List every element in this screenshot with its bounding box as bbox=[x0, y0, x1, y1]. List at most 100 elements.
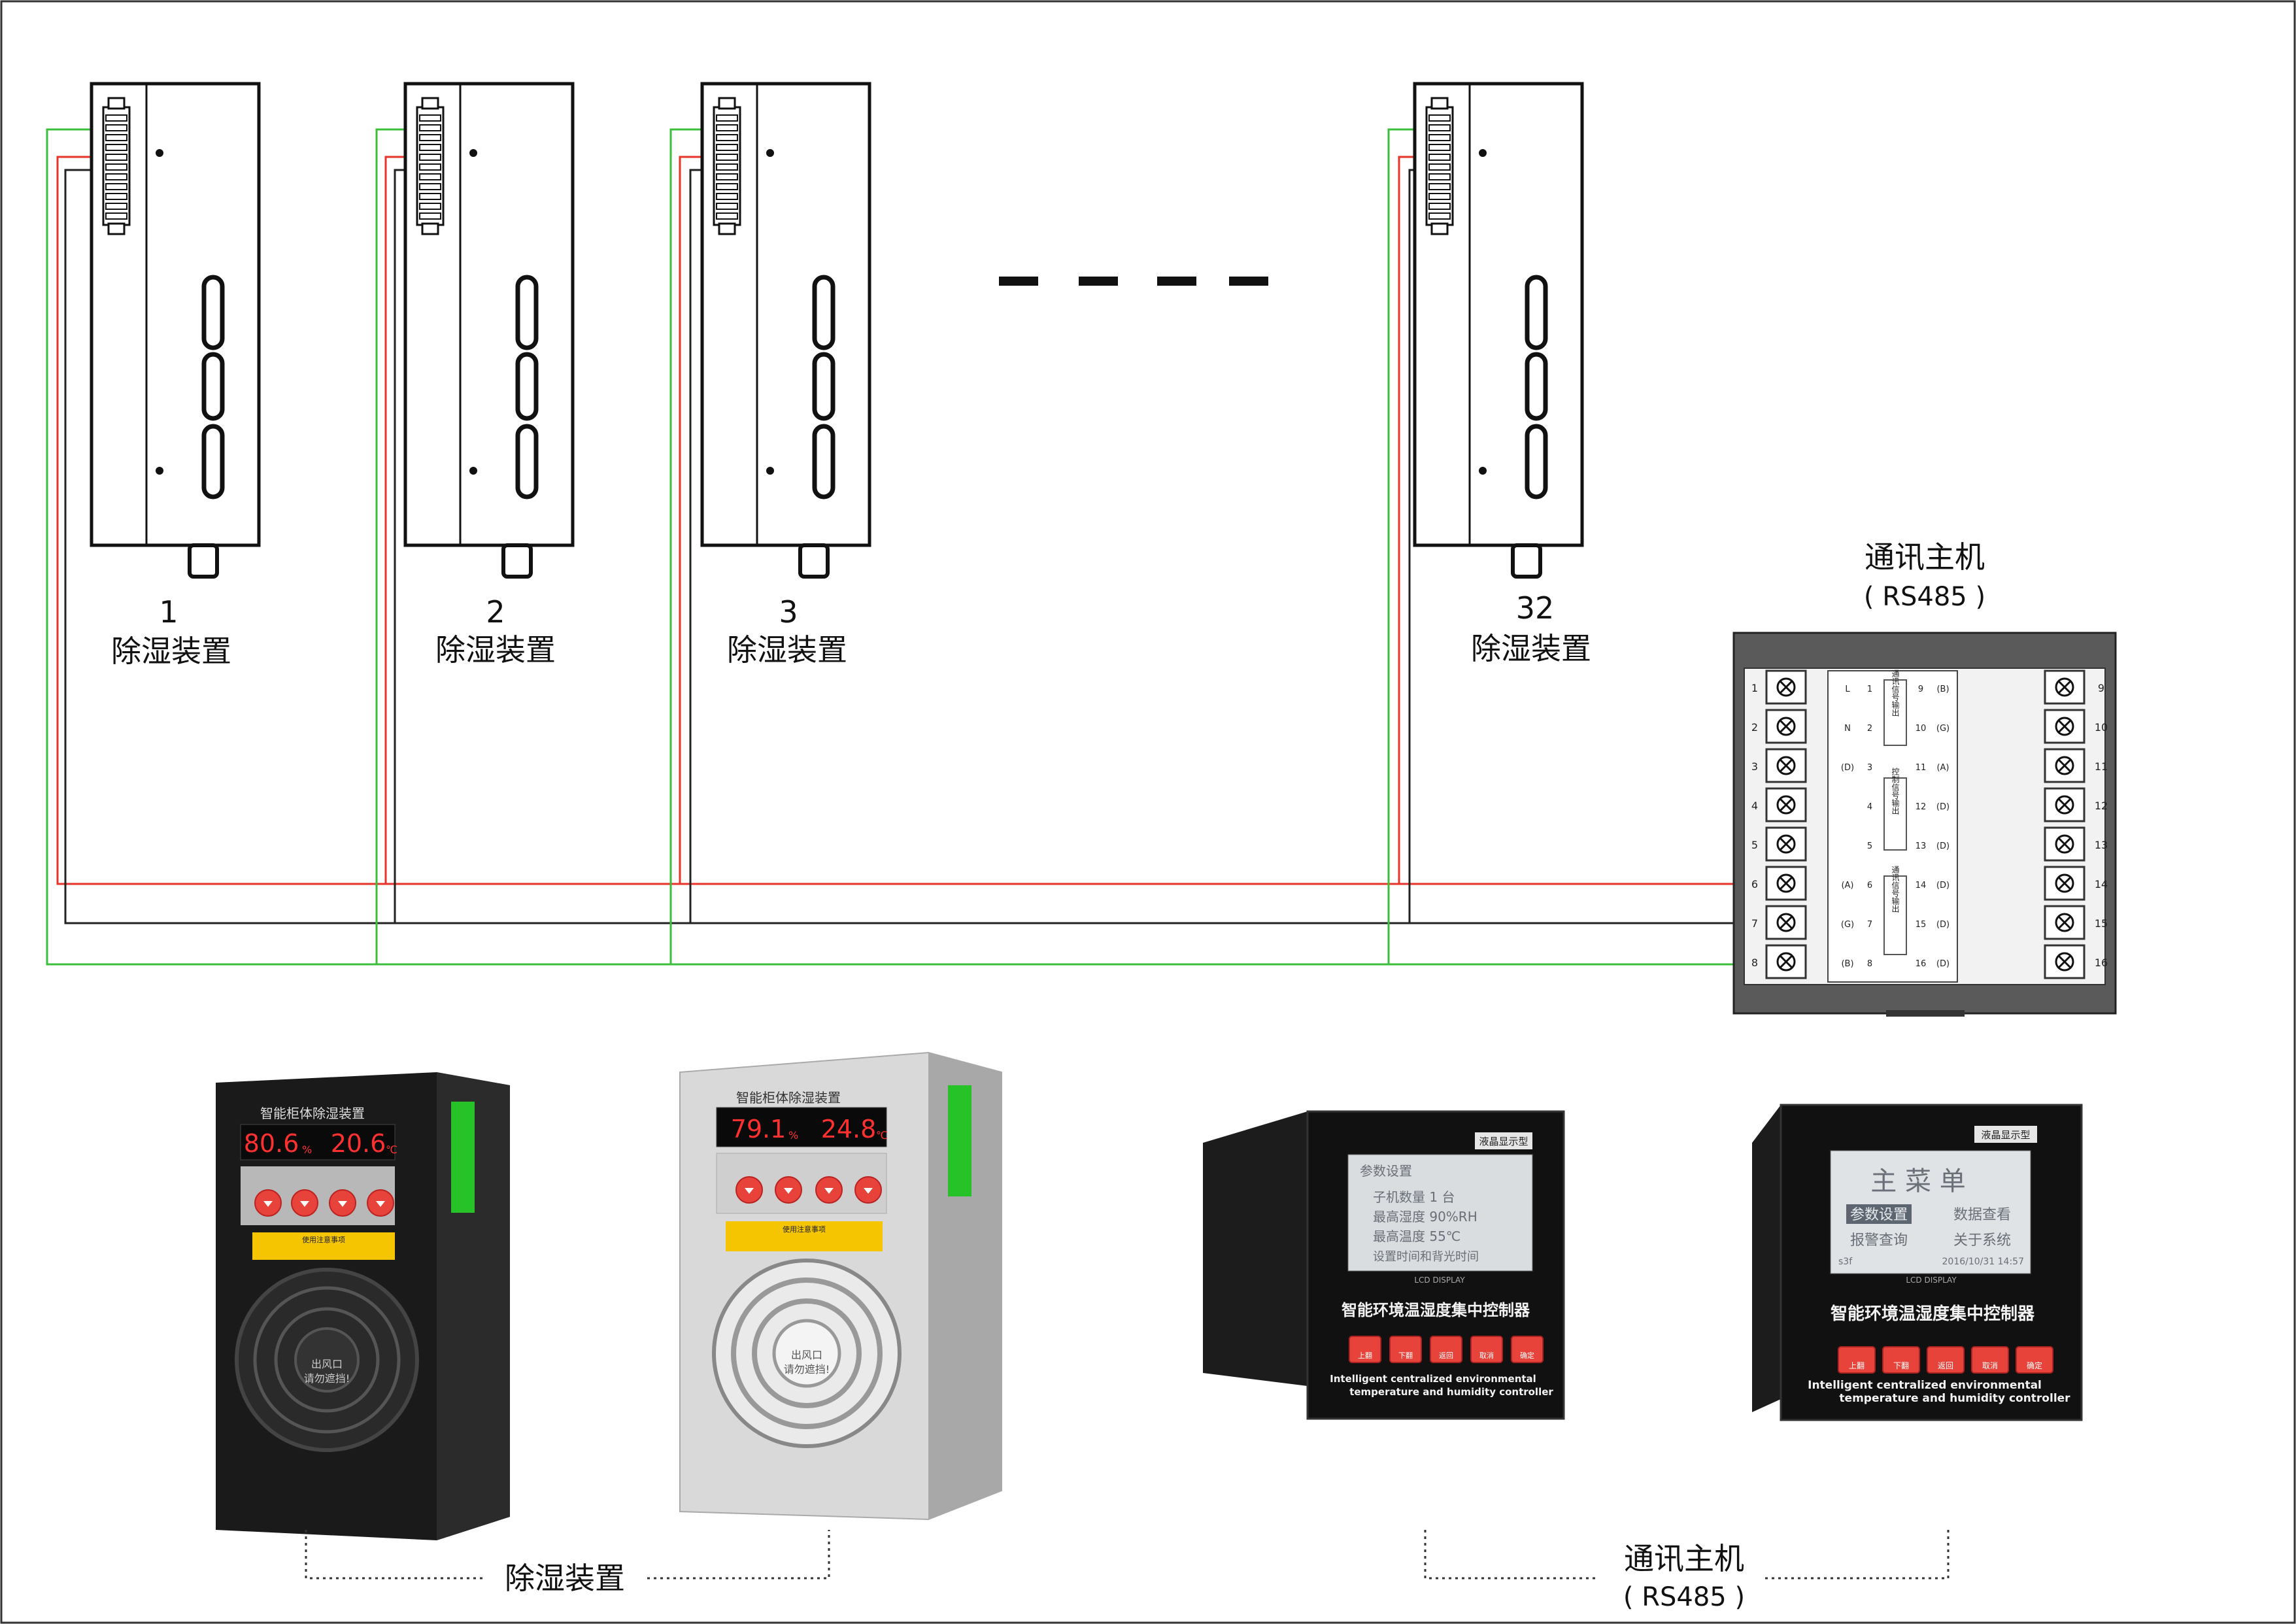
fan-label: 出风口 bbox=[311, 1358, 343, 1370]
device-label: 除湿装置 bbox=[111, 634, 231, 669]
keypad-button bbox=[1971, 1346, 2009, 1374]
dehumidifier-outline bbox=[403, 82, 575, 579]
keypad-button bbox=[1349, 1336, 1381, 1363]
keypad-label: 返回 bbox=[1938, 1361, 1953, 1370]
terminal-screw bbox=[1765, 787, 1807, 822]
terminal-number: 12 bbox=[2095, 800, 2108, 812]
menu-item: 关于系统 bbox=[1953, 1232, 2011, 1249]
host-caption-sub: ( RS485 ) bbox=[1623, 1582, 1745, 1612]
device-label: 除湿装置 bbox=[1471, 631, 1591, 666]
green-wire bbox=[46, 673, 1759, 966]
vent-slot bbox=[515, 352, 539, 421]
vent-slot bbox=[201, 424, 225, 499]
dehumidifier-outline bbox=[90, 82, 261, 579]
photo-controller-menu: 液晶显示型 主 菜 单 参数设置 数据查看 报警查询 关于系统 s3f 2016… bbox=[1752, 1104, 2083, 1421]
screw-icon bbox=[469, 467, 477, 475]
terminal-number: 6 bbox=[1751, 878, 1758, 890]
temperature-unit: ℃ bbox=[876, 1129, 888, 1142]
inner-terminal-mark: (D) bbox=[1936, 841, 1950, 851]
vent-slot bbox=[1525, 352, 1548, 421]
inner-terminal-mark: (B) bbox=[1841, 959, 1853, 969]
devices-caption: 除湿装置 bbox=[505, 1561, 625, 1596]
vent-slot bbox=[1525, 424, 1548, 499]
inner-terminal-mark: (D) bbox=[1936, 881, 1950, 890]
screen-line: 设置时间和背光时间 bbox=[1373, 1250, 1479, 1264]
menu-item: 数据查看 bbox=[1953, 1207, 2011, 1223]
footer-left: s3f bbox=[1838, 1257, 1853, 1267]
photo-device-black: 智能柜体除湿装置 80.6 % 20.6 ℃ 使用注意事项 出风口 请勿遮挡! bbox=[216, 1072, 510, 1540]
terminal-screw bbox=[1765, 905, 1807, 940]
screw-icon bbox=[156, 149, 163, 157]
terminal-number: 10 bbox=[2095, 721, 2108, 734]
keypad-label: 取消 bbox=[1479, 1351, 1494, 1360]
device-number: 32 bbox=[1516, 590, 1555, 626]
device-labels: 1 除湿装置 2 除湿装置 3 除湿装置 32 除湿装置 bbox=[111, 590, 1591, 669]
lcd-label: LCD DISPLAY bbox=[1414, 1276, 1465, 1285]
temperature-unit: ℃ bbox=[386, 1143, 397, 1156]
device-label: 除湿装置 bbox=[435, 632, 556, 668]
keypad-label: 上翻 bbox=[1358, 1351, 1372, 1360]
terminal-number: 14 bbox=[2095, 878, 2108, 890]
vent-slot bbox=[201, 352, 225, 421]
inner-block-text: 通讯信号输出 bbox=[1891, 866, 1900, 913]
temperature-readout: 20.6 bbox=[331, 1129, 386, 1158]
terminal-connector bbox=[948, 1085, 971, 1196]
inner-block-text: 控制信号输出 bbox=[1891, 768, 1900, 815]
mounting-tab bbox=[1511, 543, 1542, 579]
menu-item: 报警查询 bbox=[1850, 1232, 1908, 1249]
warning-title: 使用注意事项 bbox=[302, 1235, 345, 1244]
keypad-label: 上翻 bbox=[1849, 1361, 1865, 1370]
host-subtitle-text: ( RS485 ) bbox=[1864, 582, 1985, 612]
inner-terminal-number: 13 bbox=[1916, 841, 1927, 851]
inner-terminal-number: 11 bbox=[1916, 763, 1927, 773]
humidity-unit: % bbox=[788, 1129, 798, 1142]
inner-block-text: 通讯信号输出 bbox=[1891, 669, 1900, 717]
humidity-readout: 80.6 bbox=[244, 1129, 299, 1158]
inner-terminal-number: 2 bbox=[1867, 724, 1872, 734]
black-wire bbox=[64, 673, 1759, 924]
inner-terminal-mark: (G) bbox=[1841, 920, 1854, 930]
screw-icon bbox=[766, 149, 774, 157]
inner-terminal-mark: (D) bbox=[1936, 920, 1950, 930]
keypad-button bbox=[1430, 1336, 1462, 1363]
temperature-readout: 24.8 bbox=[821, 1115, 877, 1143]
inner-terminal-mark: L bbox=[1845, 685, 1850, 694]
vent-slot bbox=[812, 352, 836, 421]
inner-terminal-mark: (D) bbox=[1936, 802, 1950, 812]
inner-terminal-number: 7 bbox=[1867, 920, 1872, 930]
host-title-text: 通讯主机 bbox=[1865, 539, 1985, 575]
inner-terminal-mark: N bbox=[1844, 724, 1851, 734]
dehumidifier-outline bbox=[700, 82, 871, 579]
keypad-button bbox=[1927, 1346, 1965, 1374]
terminal-number: 8 bbox=[1751, 956, 1758, 969]
terminal-number: 2 bbox=[1751, 721, 1758, 734]
host-title: 通讯主机 ( RS485 ) bbox=[1864, 539, 1985, 612]
screen-line: 子机数量 1 台 bbox=[1373, 1189, 1455, 1205]
keypad-button bbox=[2016, 1346, 2053, 1374]
screw-icon bbox=[1479, 149, 1487, 157]
keypad-label: 取消 bbox=[1982, 1361, 1998, 1370]
product-name-en-2: temperature and humidity controller bbox=[1349, 1386, 1553, 1398]
inner-terminal-number: 5 bbox=[1867, 841, 1872, 851]
photo-controller-params: 液晶显示型 参数设置 子机数量 1 台 最高湿度 90%RH 最高温度 55℃ … bbox=[1203, 1110, 1565, 1420]
inner-terminal-number: 10 bbox=[1916, 724, 1927, 734]
fan-warning: 请勿遮挡! bbox=[784, 1363, 830, 1376]
menu-item: 参数设置 bbox=[1850, 1207, 1908, 1223]
inner-terminal-number: 15 bbox=[1916, 920, 1927, 930]
vent-slot bbox=[201, 275, 225, 350]
keypad-button bbox=[1389, 1336, 1422, 1363]
inner-terminal-number: 4 bbox=[1867, 802, 1872, 812]
inner-terminal-number: 1 bbox=[1867, 685, 1872, 694]
vent-slot bbox=[1525, 275, 1548, 350]
screw-icon bbox=[766, 467, 774, 475]
inner-terminal-number: 6 bbox=[1867, 881, 1872, 890]
vent-slot bbox=[812, 424, 836, 499]
keypad-button bbox=[1838, 1346, 1876, 1374]
product-name-cn: 智能环境温湿度集中控制器 bbox=[1342, 1301, 1530, 1319]
footer-right: 2016/10/31 14:57 bbox=[1942, 1257, 2025, 1267]
fan-warning: 请勿遮挡! bbox=[304, 1372, 350, 1385]
lcd-label: LCD DISPLAY bbox=[1906, 1276, 1957, 1285]
terminal-connector bbox=[416, 106, 445, 226]
keypad-label: 确定 bbox=[1520, 1351, 1534, 1360]
inner-terminal-mark: (B) bbox=[1936, 685, 1949, 694]
